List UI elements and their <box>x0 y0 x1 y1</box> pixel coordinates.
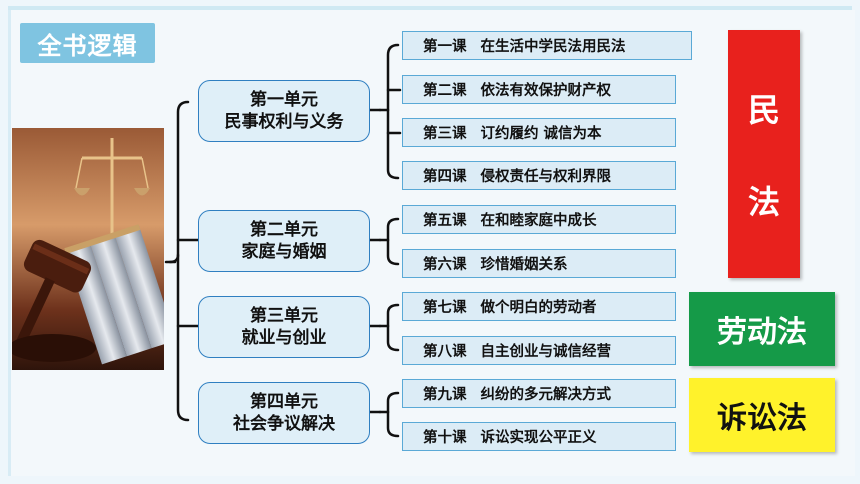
lesson-6-number: 第六课 <box>423 257 467 273</box>
lesson-5-title: 在和睦家庭中成长 <box>480 213 597 229</box>
litigation-law-box[interactable]: 诉讼法 <box>689 378 835 452</box>
unit-4-box[interactable]: 第四单元 社会争议解决 <box>198 382 370 444</box>
lesson-9-number: 第九课 <box>423 387 467 403</box>
lesson-8[interactable]: 第八课 自主创业与诚信经营 <box>402 336 676 365</box>
labor-law-box[interactable]: 劳动法 <box>689 292 835 366</box>
gavel-books-photo <box>12 128 164 370</box>
lesson-6-title: 珍惜婚姻关系 <box>480 257 568 273</box>
unit-2-title: 家庭与婚姻 <box>241 242 327 262</box>
civil-law-char-1: 民 <box>747 91 780 129</box>
lesson-9[interactable]: 第九课 纠纷的多元解决方式 <box>402 379 676 408</box>
lesson-10-title: 诉讼实现公平正义 <box>480 430 597 446</box>
unit-2-number: 第二单元 <box>250 220 318 240</box>
lesson-2[interactable]: 第二课 依法有效保护财产权 <box>402 75 676 104</box>
lesson-4-title: 侵权责任与权利界限 <box>480 169 612 185</box>
lesson-4[interactable]: 第四课 侵权责任与权利界限 <box>402 161 676 190</box>
unit-4-title: 社会争议解决 <box>233 414 335 434</box>
unit-4-number: 第四单元 <box>250 392 318 412</box>
lesson-9-title: 纠纷的多元解决方式 <box>480 387 612 403</box>
lesson-10[interactable]: 第十课 诉讼实现公平正义 <box>402 422 676 451</box>
lesson-3-title: 订约履约 诚信为本 <box>480 126 602 142</box>
unit-3-number: 第三单元 <box>250 306 318 326</box>
unit-1-number: 第一单元 <box>250 90 318 110</box>
unit-1-title: 民事权利与义务 <box>224 112 344 132</box>
top-strip <box>8 6 852 10</box>
lesson-2-title: 依法有效保护财产权 <box>480 83 612 99</box>
lesson-7[interactable]: 第七课 做个明白的劳动者 <box>402 292 676 321</box>
unit-3-box[interactable]: 第三单元 就业与创业 <box>198 296 370 358</box>
lesson-1-number: 第一课 <box>423 39 467 55</box>
lesson-3-number: 第三课 <box>423 126 467 142</box>
lesson-3[interactable]: 第三课 订约履约 诚信为本 <box>402 118 676 147</box>
lesson-10-number: 第十课 <box>423 430 467 446</box>
lesson-7-number: 第七课 <box>423 300 467 316</box>
lesson-7-title: 做个明白的劳动者 <box>480 300 597 316</box>
lesson-5[interactable]: 第五课 在和睦家庭中成长 <box>402 205 676 234</box>
civil-law-char-2: 法 <box>747 183 780 221</box>
lesson-8-number: 第八课 <box>423 344 467 360</box>
unit-3-title: 就业与创业 <box>241 328 327 348</box>
lesson-1[interactable]: 第一课 在生活中学民法用民法 <box>402 31 692 60</box>
lesson-4-number: 第四课 <box>423 169 467 185</box>
page-title: 全书逻辑 <box>20 23 155 63</box>
gavel-books-image <box>12 128 164 370</box>
civil-law-box[interactable]: 民 法 <box>728 30 800 278</box>
unit-2-box[interactable]: 第二单元 家庭与婚姻 <box>198 210 370 272</box>
lesson-6[interactable]: 第六课 珍惜婚姻关系 <box>402 249 676 278</box>
unit-1-box[interactable]: 第一单元 民事权利与义务 <box>198 80 370 142</box>
lesson-5-number: 第五课 <box>423 213 467 229</box>
lesson-1-title: 在生活中学民法用民法 <box>480 39 626 55</box>
lesson-2-number: 第二课 <box>423 83 467 99</box>
lesson-8-title: 自主创业与诚信经营 <box>480 344 612 360</box>
